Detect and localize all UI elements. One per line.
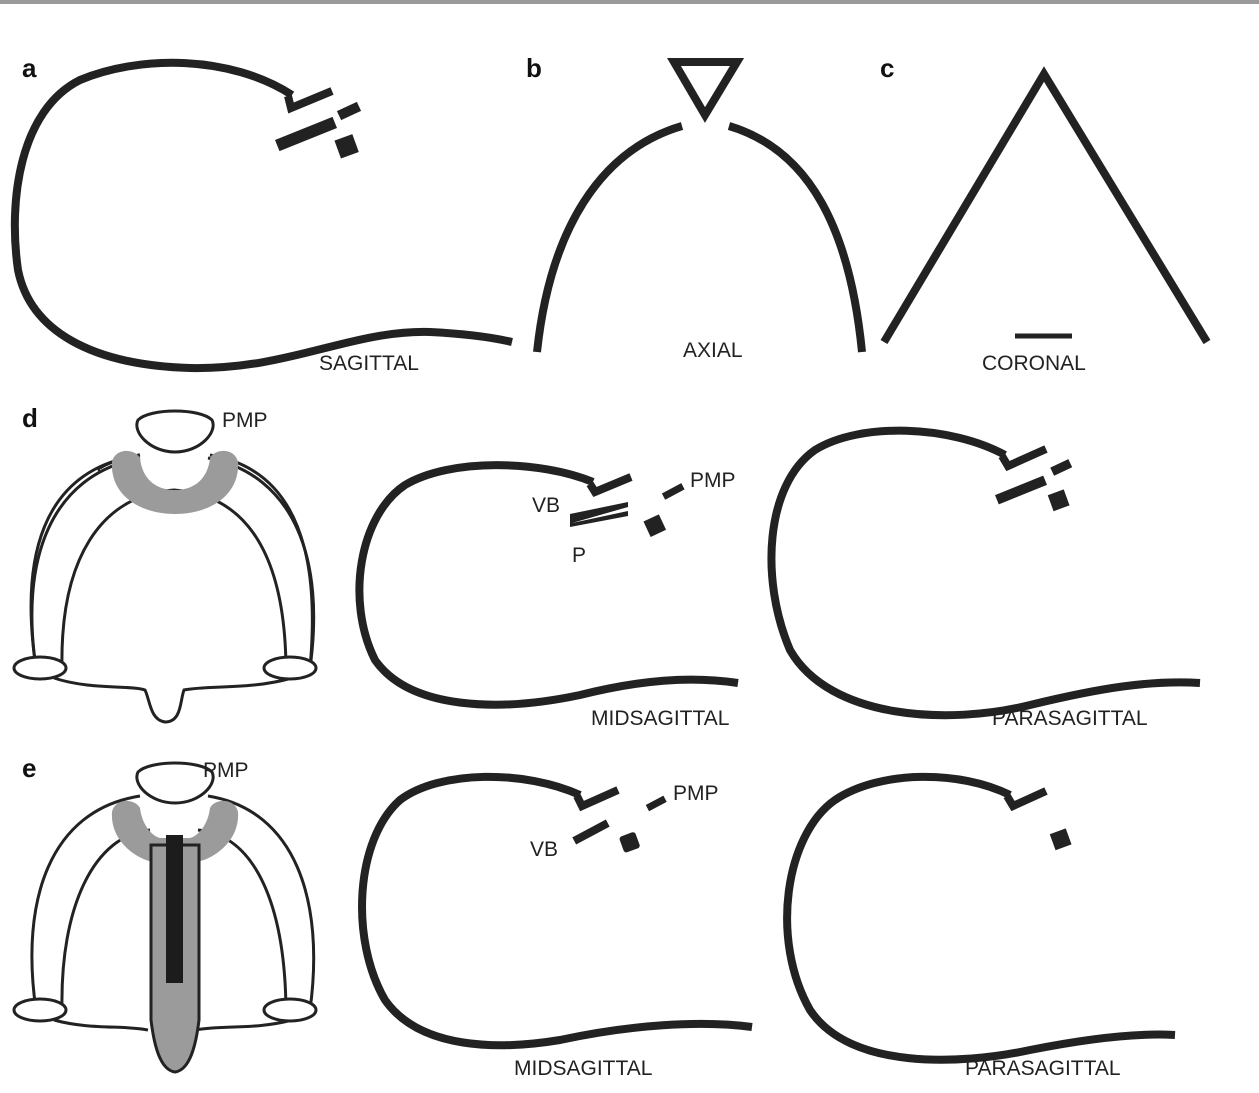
panel-e-mid-pmp-label: PMP <box>673 782 719 805</box>
panel-a-outline <box>10 58 513 373</box>
panel-d-letter: d <box>22 403 38 433</box>
panel-d-para-block <box>1047 489 1070 512</box>
panel-e-para-block <box>1049 828 1072 851</box>
panel-d-arch-outer-r <box>207 456 316 669</box>
panel-d-mid-pmp-fragment <box>661 483 685 500</box>
panel-a-fragment-3 <box>334 134 359 159</box>
panel-d-para-caption: PARASAGITTAL <box>992 707 1148 730</box>
panel-e-left-tube <box>12 997 68 1023</box>
panel-a-fragment-1 <box>336 101 362 121</box>
panel-e-right-tube <box>262 997 318 1023</box>
panel-d: d PMP <box>12 403 1201 730</box>
panel-e-arch-inner <box>60 828 151 1011</box>
panel-d-schematic: PMP <box>12 409 318 724</box>
panel-d-mid-pmp-label: PMP <box>690 469 736 492</box>
panel-d-parasagittal: PARASAGITTAL <box>767 426 1201 730</box>
panel-d-para-outline <box>767 426 1201 720</box>
panel-e-parasagittal: PARASAGITTAL <box>783 772 1176 1080</box>
panel-d-right-tube <box>262 655 318 681</box>
panel-e-gray-ring <box>111 800 239 862</box>
panel-a: a SAGITTAL <box>10 53 513 375</box>
panel-a-letter: a <box>22 53 37 83</box>
panel-e-pmp-shape <box>135 761 215 805</box>
panel-b-triangle <box>667 58 745 123</box>
panel-c-caption: CORONAL <box>982 352 1086 375</box>
panel-e-black-bar <box>166 835 183 983</box>
panel-d-arch-outer <box>30 456 141 669</box>
panel-d-pmp-shape <box>135 409 215 454</box>
panel-e-para-notch <box>1003 787 1048 812</box>
panel-e-base-r <box>195 1018 293 1032</box>
panel-e-arch-outer-r <box>207 794 316 1011</box>
panel-e-pmp-label: PMP <box>203 759 249 782</box>
panel-d-pmp-label: PMP <box>222 409 268 432</box>
panel-e-midsagittal: PMP VB MIDSAGITTAL <box>358 772 753 1080</box>
panel-d-mid-block <box>643 514 667 537</box>
panel-b-right-arc <box>727 122 866 353</box>
panel-d-mid-vb-p-fragment <box>570 502 628 527</box>
panel-e-base-l <box>53 1018 149 1032</box>
panel-e-letter: e <box>22 753 36 783</box>
panel-d-para-notch <box>998 445 1048 472</box>
panel-d-vb-label: VB <box>532 494 560 517</box>
panel-d-base <box>53 676 293 724</box>
panel-d-gray-ring <box>111 450 239 514</box>
panel-a-notch <box>284 87 334 114</box>
panel-e-mid-notch <box>573 786 620 812</box>
panel-e-mid-vb-fragment <box>572 819 610 845</box>
panel-a-caption: SAGITTAL <box>319 352 419 375</box>
panel-d-midsagittal: PMP VB P MIDSAGITTAL <box>355 461 739 730</box>
panel-e-mid-caption: MIDSAGITTAL <box>514 1057 652 1080</box>
panel-d-mid-caption: MIDSAGITTAL <box>591 707 729 730</box>
panel-c-peak <box>880 66 1211 345</box>
panel-b-letter: b <box>526 53 542 83</box>
panel-e-para-caption: PARASAGITTAL <box>965 1057 1121 1080</box>
panel-e-arch-inner-r <box>197 828 288 1011</box>
panel-e: e PMP <box>12 753 1176 1080</box>
panel-b-caption: AXIAL <box>683 339 743 362</box>
panel-d-mid-notch <box>586 473 633 497</box>
panel-e-mid-outline <box>358 772 753 1050</box>
panel-e-arch-outer <box>30 794 141 1011</box>
panel-e-para-outline <box>783 772 1176 1064</box>
panel-b: b AXIAL <box>526 53 866 362</box>
top-rule <box>0 0 1259 4</box>
panel-d-para-fragment-1 <box>1050 459 1073 476</box>
panel-b-left-arc <box>533 122 684 353</box>
panel-c: c CORONAL <box>880 53 1211 375</box>
panel-e-schematic: PMP <box>12 759 318 1074</box>
panel-d-p-label: P <box>572 544 586 567</box>
panel-a-fragment-2 <box>275 116 337 152</box>
panel-d-mid-outline <box>355 461 739 709</box>
panel-e-mid-pmp-fragment <box>645 795 667 812</box>
panel-e-mid-block <box>619 832 640 853</box>
panel-e-vb-label: VB <box>530 838 558 861</box>
panel-d-left-tube <box>12 655 68 681</box>
panel-d-para-fragment-2 <box>995 475 1047 505</box>
panel-c-letter: c <box>880 53 894 83</box>
